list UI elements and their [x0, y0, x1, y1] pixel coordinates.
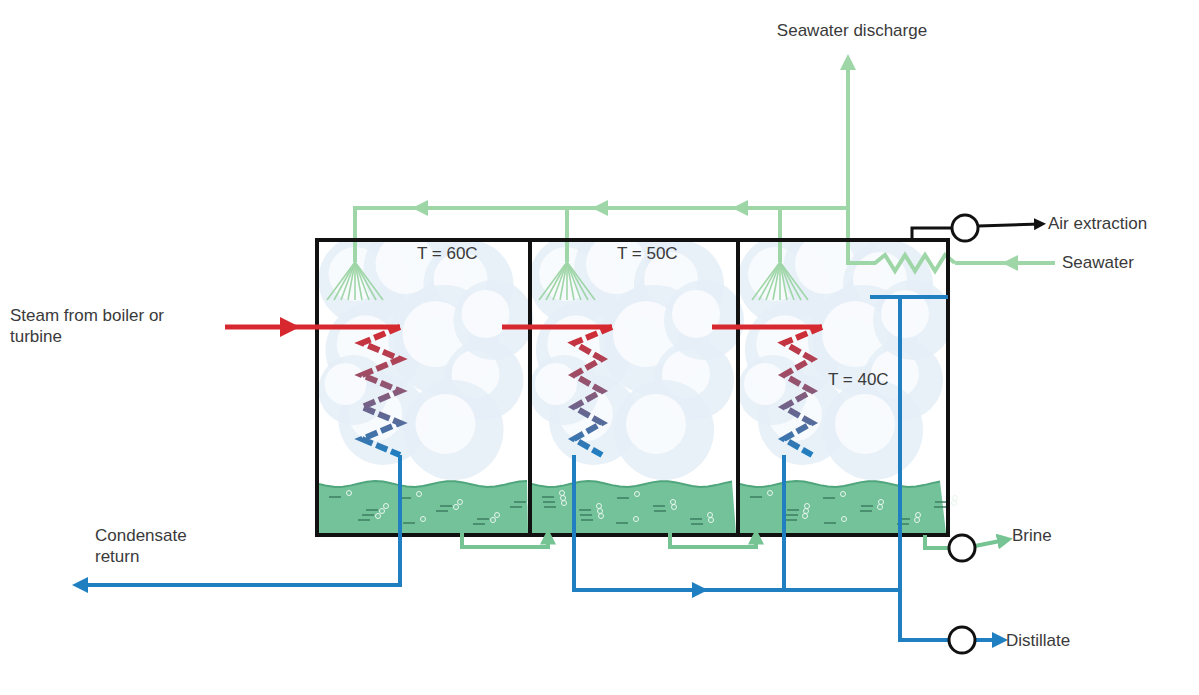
brine-transfer-pipe: [670, 533, 756, 547]
effect-chamber: T = 60C: [319, 242, 528, 533]
flow-label: Seawater: [1062, 252, 1182, 273]
flow-label: Seawater discharge: [772, 20, 932, 41]
flow-label: Steam from boiler or turbine: [10, 305, 185, 348]
effect-chamber: T = 40C: [740, 242, 946, 533]
temperature-label: T = 40C: [828, 370, 889, 390]
vapour-clouds: [319, 242, 946, 480]
flow-label: Brine: [1012, 525, 1092, 546]
flow-label: Air extraction: [1048, 213, 1188, 234]
spray-nozzles: [327, 262, 808, 300]
distillate-lines: [80, 297, 1000, 640]
heating-coils: [362, 327, 822, 455]
effect-chamber: T = 50C: [532, 242, 736, 533]
vessel-shell: [317, 240, 948, 535]
effect-wall: [528, 240, 532, 535]
flow-label: Condensate return: [95, 525, 215, 568]
steam-lines: [225, 325, 822, 330]
pumps: [949, 215, 978, 653]
brine-transfer-pipe: [462, 533, 548, 547]
temperature-label: T = 50C: [617, 244, 678, 264]
effect-wall: [736, 240, 740, 535]
temperature-label: T = 60C: [417, 244, 478, 264]
flow-label: Distillate: [1006, 630, 1106, 651]
brine-pool: [319, 481, 958, 533]
